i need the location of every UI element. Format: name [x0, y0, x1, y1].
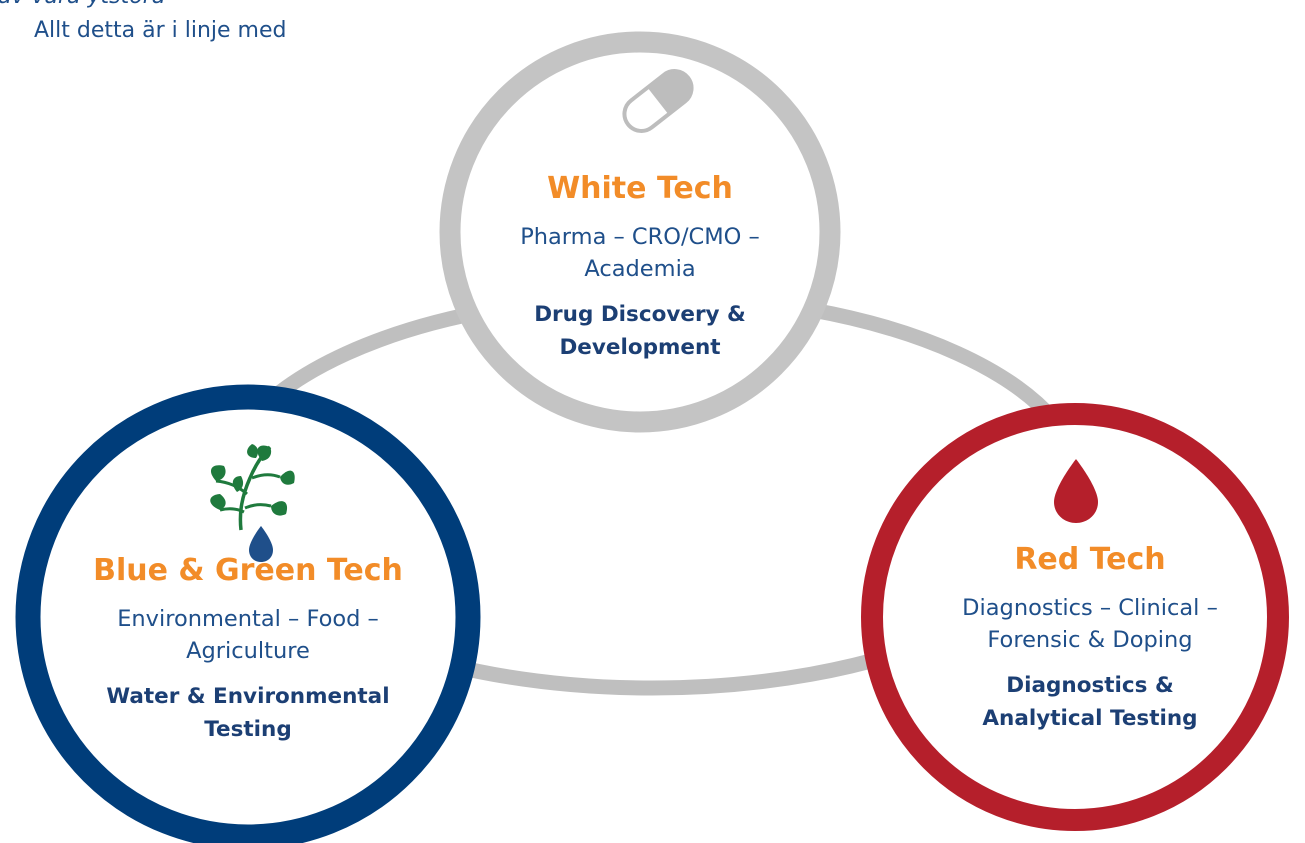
white-tech-sectors-line-1: Pharma – CRO/CMO – [520, 223, 760, 250]
header-text-line-1: av våra ytstora [0, 0, 165, 9]
white-tech-sectors-line-2: Academia [584, 256, 696, 283]
red-tech-sectors: Diagnostics – Clinical – Forensic & Dopi… [920, 592, 1260, 657]
blue-green-tech-content: Blue & Green Tech Environmental – Food –… [58, 553, 438, 747]
plant-water-drop-icon [210, 444, 295, 562]
blue-green-tech-focus: Water & Environmental Testing [58, 680, 438, 747]
white-tech-sectors: Pharma – CRO/CMO – Academia [480, 221, 800, 286]
red-tech-focus-line-1: Diagnostics & [1006, 672, 1174, 698]
blue-green-tech-sectors-line-1: Environmental – Food – [117, 605, 379, 632]
blood-drop-icon [1054, 459, 1098, 523]
white-tech-focus: Drug Discovery & Development [480, 298, 800, 365]
red-tech-focus-line-2: Analytical Testing [982, 706, 1198, 732]
red-tech-sectors-line-1: Diagnostics – Clinical – [962, 594, 1218, 621]
red-tech-content: Red Tech Diagnostics – Clinical – Forens… [920, 542, 1260, 736]
red-tech-sectors-line-2: Forensic & Doping [987, 627, 1193, 654]
red-tech-circle [861, 403, 1289, 831]
white-tech-title: White Tech [547, 171, 733, 206]
blue-green-tech-focus-line-1: Water & Environmental [106, 683, 390, 709]
white-tech-content: White Tech Pharma – CRO/CMO – Academia D… [480, 171, 800, 365]
red-tech-title: Red Tech [1014, 542, 1166, 577]
white-tech-focus-line-1: Drug Discovery & [534, 301, 746, 327]
header-text-line-2: Allt detta är i linje med [34, 18, 287, 43]
blue-green-tech-circle [15, 384, 481, 843]
blue-green-tech-sectors: Environmental – Food – Agriculture [58, 603, 438, 668]
blue-green-tech-focus-line-2: Testing [204, 717, 292, 743]
white-tech-focus-line-2: Development [559, 335, 721, 361]
blue-green-tech-sectors-line-2: Agriculture [186, 638, 310, 665]
capsule-icon [622, 69, 694, 133]
red-tech-focus: Diagnostics & Analytical Testing [920, 669, 1260, 736]
white-tech-circle [439, 31, 841, 433]
blue-green-tech-title: Blue & Green Tech [93, 553, 403, 588]
